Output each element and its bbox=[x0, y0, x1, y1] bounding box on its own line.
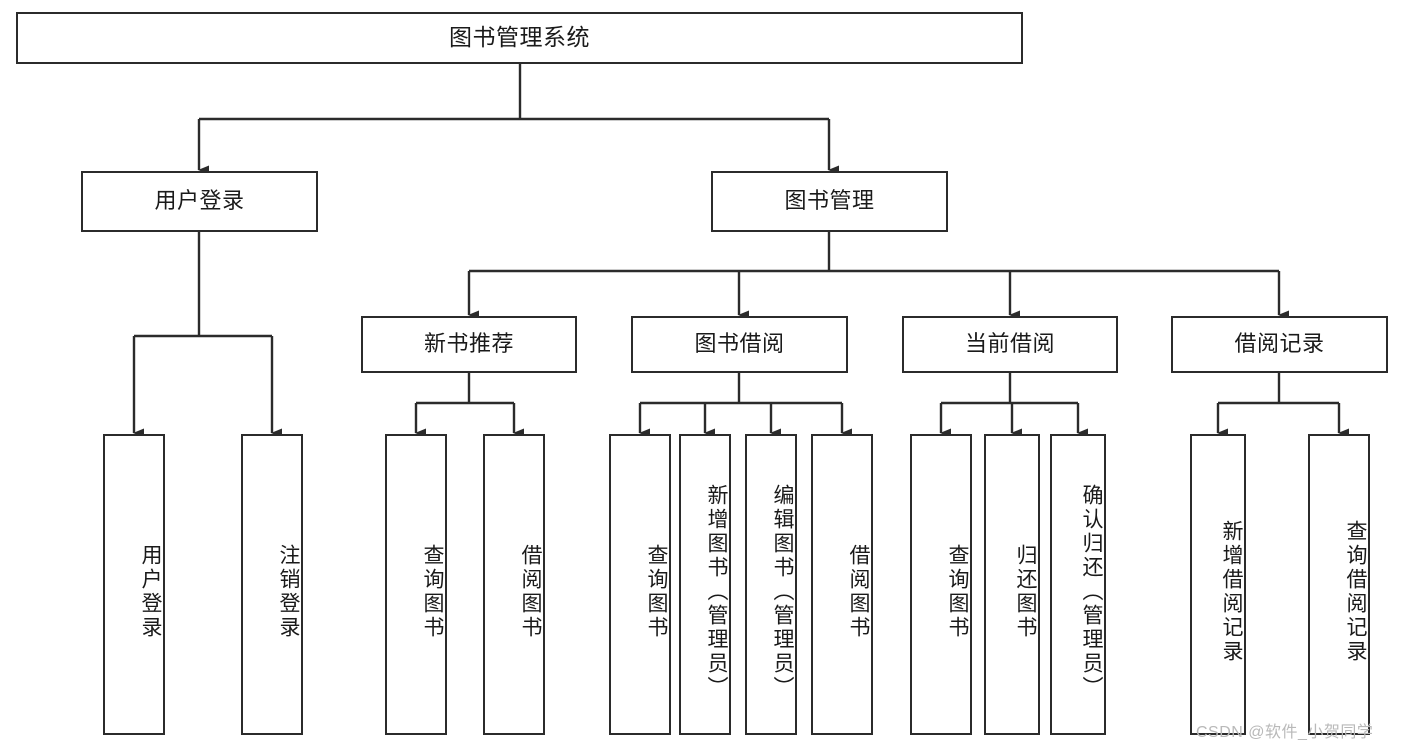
node-book-borrow-label: 图书借阅 bbox=[694, 331, 785, 357]
node-leaf-user-logout[interactable]: 注销登录 bbox=[241, 434, 303, 735]
node-leaf-user-logout-label: 注销登录 bbox=[277, 543, 300, 640]
node-leaf-bb-edit-book[interactable]: 编辑图书（管理员） bbox=[745, 434, 797, 735]
node-new-book-rec[interactable]: 新书推荐 bbox=[361, 316, 577, 373]
node-root[interactable]: 图书管理系统 bbox=[16, 12, 1023, 64]
node-leaf-user-login[interactable]: 用户登录 bbox=[103, 434, 165, 735]
node-leaf-cb-confirm-return[interactable]: 确认归还（管理员） bbox=[1050, 434, 1106, 735]
node-leaf-bb-borrow-book[interactable]: 借阅图书 bbox=[811, 434, 873, 735]
node-borrow-record-label: 借阅记录 bbox=[1234, 331, 1325, 357]
node-leaf-rec-query-book[interactable]: 查询图书 bbox=[385, 434, 447, 735]
node-leaf-br-query-record-label: 查询借阅记录 bbox=[1344, 519, 1367, 664]
node-book-borrow[interactable]: 图书借阅 bbox=[631, 316, 848, 373]
node-leaf-cb-confirm-return-label: 确认归还（管理员） bbox=[1080, 483, 1103, 700]
node-user-login-label: 用户登录 bbox=[154, 188, 245, 214]
node-leaf-cb-return-book[interactable]: 归还图书 bbox=[984, 434, 1040, 735]
node-root-label: 图书管理系统 bbox=[449, 24, 590, 51]
node-leaf-rec-borrow-book[interactable]: 借阅图书 bbox=[483, 434, 545, 735]
node-user-login[interactable]: 用户登录 bbox=[81, 171, 318, 232]
node-book-manage[interactable]: 图书管理 bbox=[711, 171, 948, 232]
node-leaf-bb-add-book[interactable]: 新增图书（管理员） bbox=[679, 434, 731, 735]
csdn-watermark: CSDN @软件_小贺同学 bbox=[1196, 724, 1374, 741]
node-leaf-bb-query-book[interactable]: 查询图书 bbox=[609, 434, 671, 735]
node-leaf-bb-edit-book-label: 编辑图书（管理员） bbox=[771, 483, 794, 700]
node-leaf-br-add-record-label: 新增借阅记录 bbox=[1220, 519, 1243, 664]
node-borrow-record[interactable]: 借阅记录 bbox=[1171, 316, 1388, 373]
node-leaf-rec-borrow-book-label: 借阅图书 bbox=[519, 543, 542, 640]
node-book-manage-label: 图书管理 bbox=[784, 188, 875, 214]
node-new-book-rec-label: 新书推荐 bbox=[423, 331, 514, 357]
node-leaf-cb-query-book-label: 查询图书 bbox=[946, 543, 969, 640]
node-leaf-bb-borrow-book-label: 借阅图书 bbox=[847, 543, 870, 640]
node-leaf-bb-add-book-label: 新增图书（管理员） bbox=[705, 483, 728, 700]
node-leaf-br-add-record[interactable]: 新增借阅记录 bbox=[1190, 434, 1246, 735]
node-leaf-user-login-label: 用户登录 bbox=[139, 543, 162, 640]
node-leaf-cb-query-book[interactable]: 查询图书 bbox=[910, 434, 972, 735]
node-leaf-bb-query-book-label: 查询图书 bbox=[645, 543, 668, 640]
node-leaf-br-query-record[interactable]: 查询借阅记录 bbox=[1308, 434, 1370, 735]
node-leaf-cb-return-book-label: 归还图书 bbox=[1014, 543, 1037, 640]
node-current-borrow[interactable]: 当前借阅 bbox=[902, 316, 1118, 373]
node-leaf-rec-query-book-label: 查询图书 bbox=[421, 543, 444, 640]
node-current-borrow-label: 当前借阅 bbox=[964, 331, 1055, 357]
